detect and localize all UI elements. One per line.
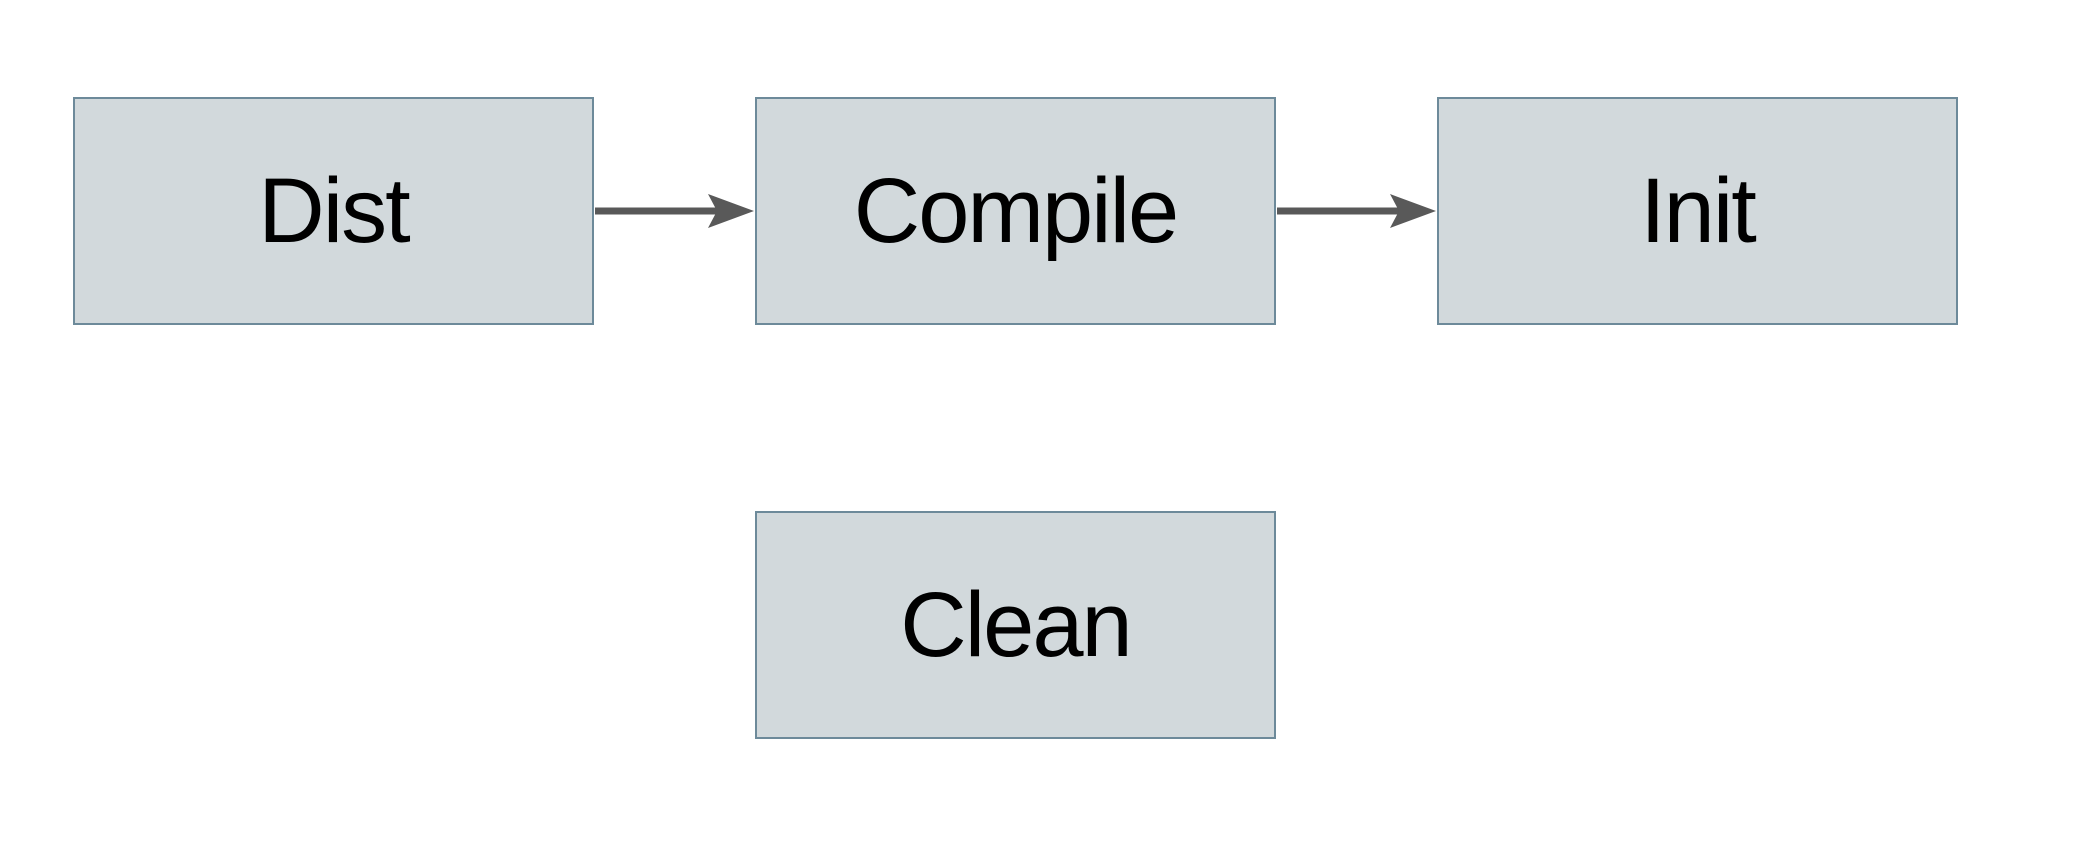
node-compile-label: Compile [853, 160, 1179, 262]
node-init-label: Init [1640, 160, 1757, 262]
arrowhead-icon [708, 194, 754, 228]
node-clean[interactable]: Clean [755, 511, 1276, 739]
node-dist-label: Dist [258, 160, 410, 262]
arrow-dist-to-compile [595, 194, 754, 228]
node-compile[interactable]: Compile [755, 97, 1276, 325]
node-clean-label: Clean [900, 574, 1132, 676]
node-init[interactable]: Init [1437, 97, 1958, 325]
arrow-compile-to-init [1277, 194, 1436, 228]
node-dist[interactable]: Dist [73, 97, 594, 325]
arrowhead-icon [1390, 194, 1436, 228]
